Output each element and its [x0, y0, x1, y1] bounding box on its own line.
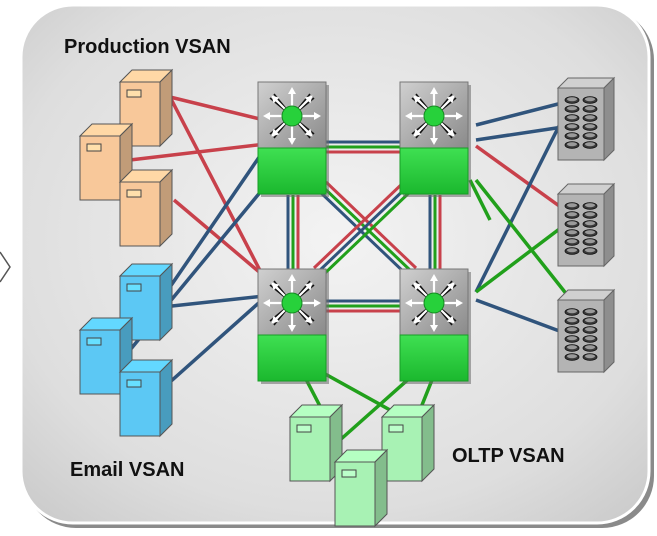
switch-top-right: [399, 81, 471, 197]
storage-array-2: [556, 182, 616, 268]
storage-group: [556, 76, 616, 374]
storage-array-3: [556, 288, 616, 374]
isl-trunks: [286, 140, 442, 313]
storage-links: [468, 101, 570, 334]
production-links: [129, 95, 268, 283]
oltp-server-2: [380, 403, 436, 483]
switch-top-left: [257, 81, 329, 197]
chevron-right-icon: [0, 251, 11, 283]
switch-bottom-left: [257, 268, 329, 384]
switch-group: [257, 81, 471, 384]
oltp-vsan-label: OLTP VSAN: [452, 445, 565, 467]
email-server-3: [118, 358, 174, 438]
email-vsan-label: Email VSAN: [70, 459, 184, 481]
server-group: [78, 68, 436, 528]
disk-array-icon: [564, 202, 598, 255]
production-server-3: [118, 168, 174, 248]
director-switch-icon: [405, 87, 463, 145]
oltp-server-1: [288, 403, 344, 483]
email-server-1: [118, 262, 174, 342]
disk-array-icon: [564, 308, 598, 361]
switch-bottom-right: [399, 268, 471, 384]
production-server-2: [78, 122, 134, 202]
production-server-1: [118, 68, 174, 148]
oltp-server-3: [333, 448, 389, 528]
production-vsan-label: Production VSAN: [64, 36, 231, 58]
director-switch-icon: [263, 274, 321, 332]
director-switch-icon: [263, 87, 321, 145]
director-switch-icon: [405, 274, 463, 332]
disk-array-icon: [564, 96, 598, 149]
storage-array-1: [556, 76, 616, 162]
